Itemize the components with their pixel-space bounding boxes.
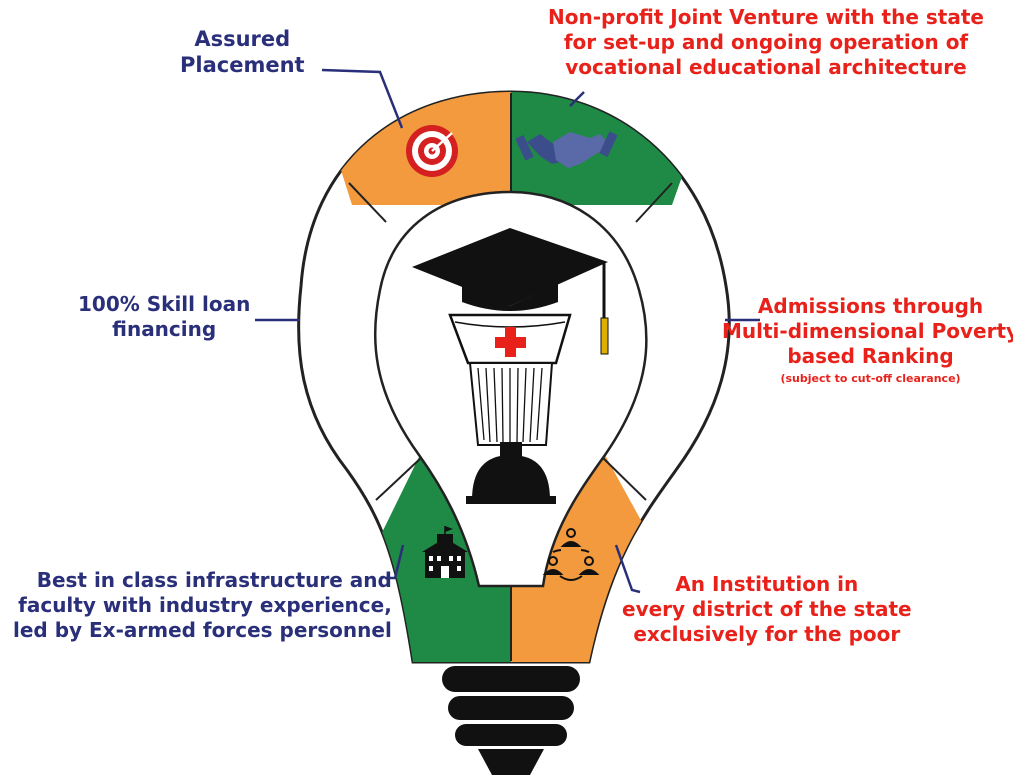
label-line: based Ranking xyxy=(787,344,954,368)
label-assured-placement: Assured Placement xyxy=(180,26,305,79)
leader-joint-venture xyxy=(569,91,585,107)
label-joint-venture: Non-profit Joint Venture with the state … xyxy=(548,5,984,80)
label-line: faculty with industry experience, xyxy=(18,593,392,617)
label-line: led by Ex-armed forces personnel xyxy=(13,618,392,642)
label-line: Assured xyxy=(194,27,291,51)
label-line: Admissions through xyxy=(757,294,984,318)
handshake-icon xyxy=(515,131,618,168)
label-line: financing xyxy=(112,317,217,341)
label-infrastructure: Best in class infrastructure and faculty… xyxy=(13,568,392,643)
leader-infrastructure xyxy=(385,544,405,580)
target-icon xyxy=(406,125,458,177)
label-line: every district of the state xyxy=(622,597,912,621)
leader-institution xyxy=(614,544,641,594)
label-line: Non-profit Joint Venture with the state xyxy=(548,5,984,29)
label-skill-loan: 100% Skill loan financing xyxy=(78,292,250,342)
label-line: 100% Skill loan xyxy=(78,292,251,316)
label-line: An Institution in xyxy=(675,572,859,596)
graduation-cap-nurse-hat-icon xyxy=(412,228,609,504)
label-line: Best in class infrastructure and xyxy=(36,568,392,592)
label-line: Placement xyxy=(180,53,305,78)
label-line: Multi-dimensional Poverty xyxy=(722,319,1013,343)
leader-assured xyxy=(321,68,404,129)
segment-top-left xyxy=(300,92,511,205)
label-admissions: Admissions through Multi-dimensional Pov… xyxy=(722,294,1013,386)
label-institution: An Institution in every district of the … xyxy=(622,572,912,647)
community-network-icon xyxy=(542,528,600,581)
admissions-note: (subject to cut-off clearance) xyxy=(780,372,961,385)
bulb-base xyxy=(442,666,580,775)
label-line: exclusively for the poor xyxy=(633,622,901,646)
school-building-icon xyxy=(422,526,468,578)
label-line: for set-up and ongoing operation of xyxy=(563,30,969,54)
label-line: vocational educational architecture xyxy=(565,55,967,79)
